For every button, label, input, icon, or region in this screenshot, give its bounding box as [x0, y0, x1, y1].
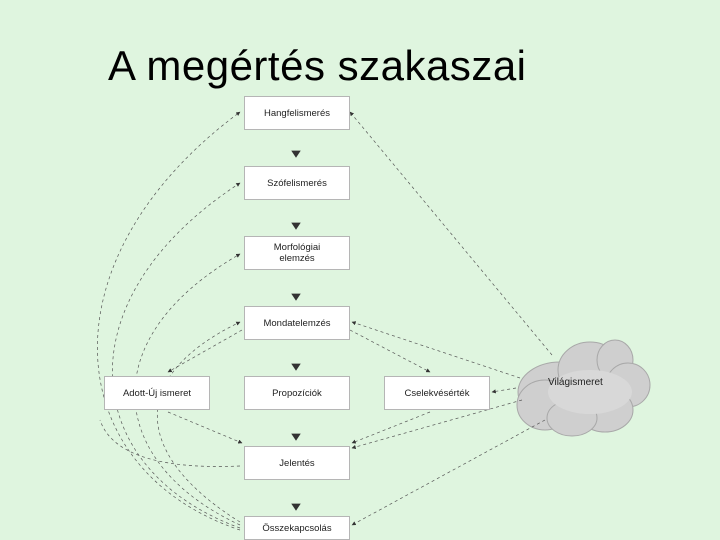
- cloud-label: Világismeret: [548, 377, 603, 388]
- box-cselekvesertek: Cselekvésérték: [384, 376, 490, 410]
- box-hangfelismeres: Hangfelismerés: [244, 96, 350, 130]
- box-mondatelemzes: Mondatelemzés: [244, 306, 350, 340]
- box-morfologiai-elemzes: Morfológiai elemzés: [244, 236, 350, 270]
- box-szofelismeres: Szófelismerés: [244, 166, 350, 200]
- slide-title: A megértés szakaszai: [108, 42, 527, 89]
- box-adott-uj-ismeret: Adott-Új ismeret: [104, 376, 210, 410]
- box-jelentes: Jelentés: [244, 446, 350, 480]
- box-propoziciok: Propozíciók: [244, 376, 350, 410]
- box-osszekapcsolas: Összekapcsolás: [244, 516, 350, 540]
